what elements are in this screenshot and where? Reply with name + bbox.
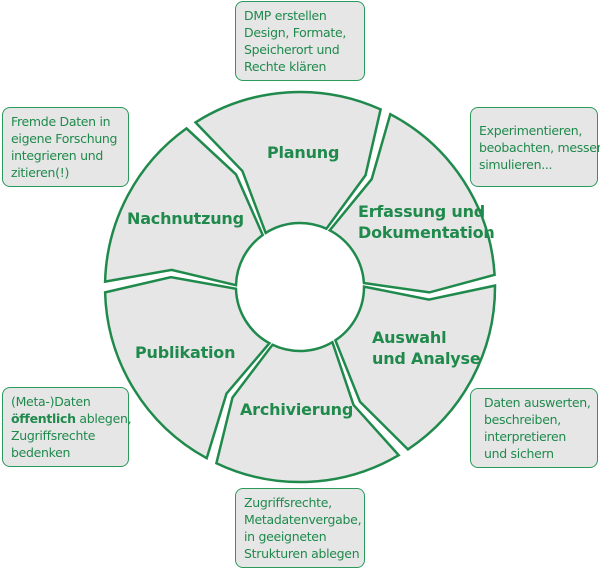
- note-bold-text: öffentlich: [11, 411, 76, 426]
- segment-nachnutzung: [103, 126, 265, 287]
- note-text: Speicherort und: [244, 42, 340, 57]
- note-erfassung: Experimentieren, beobachten, messen, sim…: [470, 107, 600, 187]
- segment-label-erfassung: Erfassung und Dokumentation: [358, 201, 495, 243]
- note-text: und sichern: [484, 446, 554, 461]
- note-text: DMP erstellen: [244, 8, 327, 23]
- segment-label-line: Erfassung und: [358, 202, 486, 221]
- segment-label-archivierung: Archivierung: [240, 400, 354, 419]
- note-text: Zugriffsrechte,: [244, 495, 332, 510]
- segment-erfassung: [327, 112, 496, 294]
- note-text: Experimentieren,: [479, 123, 583, 138]
- note-text: Zugriffsrechte: [11, 428, 96, 443]
- note-text: Strukturen ablegen: [244, 546, 360, 561]
- note-nachnutzung: Fremde Daten in eigene Forschung integri…: [2, 107, 129, 187]
- note-text: öffentlich ablegen,: [11, 410, 132, 427]
- note-publikation: (Meta-)Daten öffentlich ablegen, Zugriff…: [2, 387, 132, 467]
- segment-label-line: Dokumentation: [358, 223, 495, 242]
- note-text: Design, Formate,: [244, 25, 347, 40]
- segment-label-line: Auswahl: [372, 328, 447, 347]
- note-text: beobachten, messen,: [479, 140, 600, 155]
- note-archivierung: Zugriffsrechte, Metadatenvergabe, in gee…: [235, 488, 365, 568]
- note-text: simulieren...: [479, 157, 553, 172]
- note-text: bedenken: [11, 445, 71, 460]
- segment-label-nachnutzung: Nachnutzung: [127, 209, 244, 228]
- note-text: Rechte klären: [244, 59, 327, 74]
- segment-archivierung: [214, 340, 401, 484]
- note-text: integrieren und: [11, 148, 103, 163]
- note-text: eigene Forschung: [11, 131, 118, 146]
- segment-label-publikation: Publikation: [135, 343, 236, 362]
- note-planung: DMP erstellen Design, Formate, Speichero…: [235, 1, 365, 81]
- note-text: Fremde Daten in: [11, 114, 111, 129]
- segment-auswahl: [333, 284, 497, 452]
- note-text: in geeigneten: [244, 529, 327, 544]
- note-auswahl: Daten auswerten, beschreiben, interpreti…: [470, 388, 598, 468]
- note-text: (Meta-)Daten: [11, 394, 91, 409]
- note-text: beschreiben,: [484, 412, 561, 427]
- note-text: Daten auswerten,: [484, 395, 591, 410]
- note-text: interpretieren: [484, 429, 566, 444]
- segment-label-line: und Analyse: [372, 349, 481, 368]
- segment-label-auswahl: Auswahl und Analyse: [372, 327, 481, 369]
- note-text: Metadatenvergabe,: [244, 512, 362, 527]
- note-text: ablegen,: [75, 411, 132, 426]
- segment-label-planung: Planung: [267, 143, 340, 162]
- note-text: zitieren(!): [11, 165, 70, 180]
- segment-planung: [193, 90, 383, 235]
- segment-publikation: [103, 275, 272, 461]
